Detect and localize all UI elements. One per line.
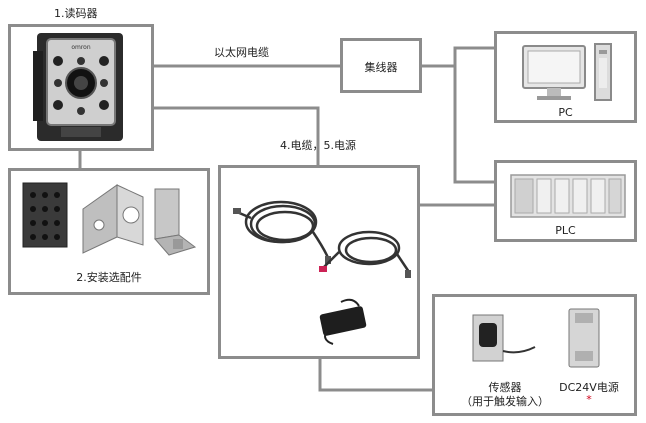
angle-bracket-icon [154,188,197,256]
cables-power-box [218,165,420,359]
mount-options-label: 2.安装选配件 [76,271,142,284]
sensor-note: （用于触发输入） [461,395,549,408]
power-adapter-icon [319,298,367,345]
plc-box: PLC [494,160,637,242]
cable-coil-icon [233,200,331,264]
dc24v-note-mark: * [586,393,592,406]
cable-coil-icon-2 [319,230,411,278]
cables-power-label: 4.电缆，5.电源 [280,139,356,152]
pc-icon [522,43,612,101]
plc-label: PLC [555,224,576,237]
sensor-power-box: 传感器 （用于触发输入） DC24V电源 * [432,294,637,416]
dc24v-power-supply-icon [568,308,600,368]
photoelectric-sensor-icon [472,314,536,362]
mount-plate-icon [22,182,68,248]
reader-box: omron [8,24,154,151]
pc-label: PC [558,106,573,119]
l-bracket-icon [82,184,144,254]
hub-box: 集线器 [340,38,422,93]
pc-box: PC [494,31,637,123]
code-reader-icon: omron [33,33,123,141]
ethernet-cable-label: 以太网电缆 [214,46,269,59]
reader-label: 1.读码器 [54,7,98,20]
reader-brand-text: omron [71,44,91,51]
dc24v-label: DC24V电源 [559,381,619,394]
plc-icon [510,174,626,218]
mount-options-box: 2.安装选配件 [8,168,210,295]
hub-label: 集线器 [364,61,398,74]
sensor-label: 传感器 [488,381,522,394]
